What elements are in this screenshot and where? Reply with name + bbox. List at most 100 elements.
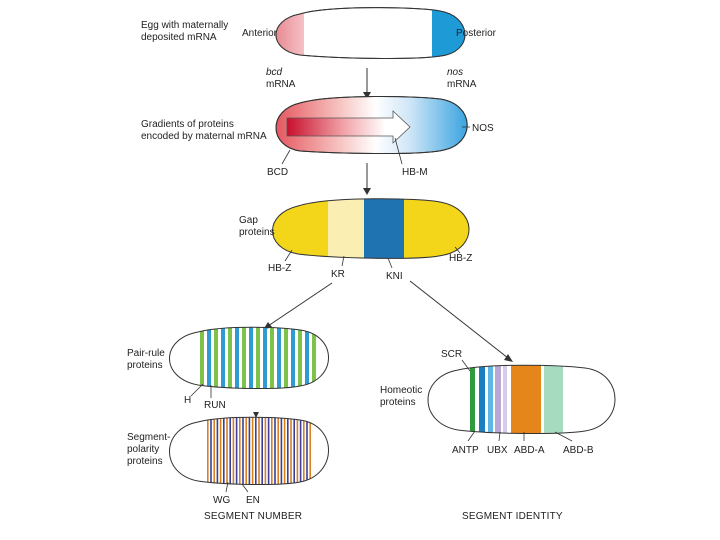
segment-polarity-stripe <box>271 417 273 485</box>
abdb-label: ABD-B <box>563 445 594 456</box>
segment-polarity-stripe <box>287 417 289 485</box>
pair-rule-stripe <box>312 327 316 389</box>
segment-polarity-stripe <box>229 417 231 485</box>
hbz-right-label: HB-Z <box>449 253 472 264</box>
pair-rule-stripe <box>284 327 288 389</box>
bcd-mrna-label-line1: bcd <box>266 67 283 78</box>
segment-polarity-title-line3: proteins <box>127 456 163 467</box>
gradient-embryo <box>275 95 468 155</box>
pair-rule-stripe <box>214 327 218 389</box>
pair-rule-stripe <box>263 327 267 389</box>
wg-label: WG <box>213 495 230 506</box>
pair-rule-stripe <box>207 327 211 389</box>
segment-polarity-stripe <box>267 417 270 485</box>
abda-label: ABD-A <box>514 445 545 456</box>
segment-polarity-stripe <box>235 417 238 485</box>
bcd-gradient-arrow <box>286 110 411 144</box>
segment-polarity-stripe <box>258 417 260 485</box>
segment-number-caption: SEGMENT NUMBER <box>204 511 302 522</box>
gap-band-kni <box>364 198 404 259</box>
run-label: RUN <box>204 400 226 411</box>
kr-label: KR <box>331 269 345 280</box>
homeotic-embryo <box>427 364 616 435</box>
segment-polarity-stripe <box>261 417 263 485</box>
nos-mrna-label-line1: nos <box>447 67 463 78</box>
segment-polarity-stripe <box>223 417 225 485</box>
egg-embryo <box>275 7 466 59</box>
arrow-egg-to-gradients <box>363 68 371 99</box>
kni-label: KNI <box>386 271 403 282</box>
antp-label: ANTP <box>452 445 479 456</box>
segment-polarity-stripe <box>290 417 292 485</box>
segment-polarity-stripe <box>280 417 283 485</box>
gap-title-line2: proteins <box>239 227 275 238</box>
segment-polarity-title-line1: Segment- <box>127 432 170 443</box>
band-antp-2 <box>488 365 493 434</box>
egg-title-line1: Egg with maternally <box>141 20 228 31</box>
h-label: H <box>184 395 191 406</box>
pair-rule-stripe <box>235 327 239 389</box>
nos-protein-label: NOS <box>472 123 494 134</box>
segment-polarity-stripe <box>248 417 251 485</box>
segment-polarity-embryo <box>169 416 329 486</box>
segment-polarity-stripe <box>232 417 235 485</box>
pair-rule-stripe <box>249 327 253 389</box>
hbz-left-label: HB-Z <box>268 263 291 274</box>
pair-rule-stripe <box>228 327 232 389</box>
anterior-label: Anterior <box>242 28 278 39</box>
segment-polarity-stripe <box>213 417 215 485</box>
segment-polarity-stripe <box>219 417 222 485</box>
segment-polarity-stripe <box>264 417 267 485</box>
hbm-protein-label: HB-M <box>402 167 428 178</box>
en-label: EN <box>246 495 260 506</box>
gap-title-line1: Gap <box>239 215 258 226</box>
arrow-gap-to-homeotic <box>409 280 513 362</box>
arrow-pair-rule-to-segment-polarity <box>253 412 259 418</box>
band-scr <box>470 365 475 434</box>
segment-polarity-stripe <box>207 417 209 485</box>
pair-rule-stripe <box>270 327 274 389</box>
scr-label: SCR <box>441 349 462 360</box>
pair-rule-stripe <box>298 327 302 389</box>
segment-polarity-stripe <box>309 417 311 485</box>
bcd-mrna-label-line2: mRNA <box>266 79 296 90</box>
segment-polarity-stripe <box>255 417 257 485</box>
arrow-gap-to-pair-rule <box>263 282 333 330</box>
gap-band-kr <box>328 198 364 259</box>
arrow-gradients-to-gap <box>363 163 371 195</box>
band-ubx <box>495 365 501 434</box>
pair-rule-stripe <box>200 327 204 389</box>
pair-rule-stripe <box>221 327 225 389</box>
segment-polarity-stripe <box>242 417 244 485</box>
pair-rule-title-line1: Pair-rule <box>127 348 165 359</box>
nos-mrna-label-line2: mRNA <box>447 79 477 90</box>
pair-rule-stripe <box>256 327 260 389</box>
pair-rule-title-line2: proteins <box>127 360 163 371</box>
segment-polarity-stripe <box>293 417 295 485</box>
band-antp <box>479 365 485 434</box>
pair-rule-embryo <box>169 326 329 390</box>
segment-polarity-stripe <box>283 417 286 485</box>
segment-polarity-stripe <box>299 417 302 485</box>
gradients-title-line1: Gradients of proteins <box>141 119 234 130</box>
segment-polarity-stripe <box>296 417 299 485</box>
segment-polarity-stripe <box>226 417 228 485</box>
homeotic-title-line1: Homeotic <box>380 385 422 396</box>
segment-polarity-stripe <box>251 417 254 485</box>
band-ubx-2 <box>503 365 507 434</box>
pair-rule-stripe <box>305 327 309 389</box>
pair-rule-stripe <box>242 327 246 389</box>
segment-polarity-stripe <box>239 417 241 485</box>
segment-polarity-stripe <box>277 417 279 485</box>
pair-rule-stripe <box>277 327 281 389</box>
band-abda <box>511 365 541 434</box>
posterior-label: Posterior <box>456 28 497 39</box>
segment-polarity-stripe <box>306 417 308 485</box>
segment-polarity-title-line2: polarity <box>127 444 159 455</box>
pair-rule-stripe <box>291 327 295 389</box>
gradients-title-line2: encoded by maternal mRNA <box>141 131 267 142</box>
bcd-protein-label: BCD <box>267 167 288 178</box>
segment-polarity-stripe <box>216 417 219 485</box>
segment-identity-caption: SEGMENT IDENTITY <box>462 511 563 522</box>
